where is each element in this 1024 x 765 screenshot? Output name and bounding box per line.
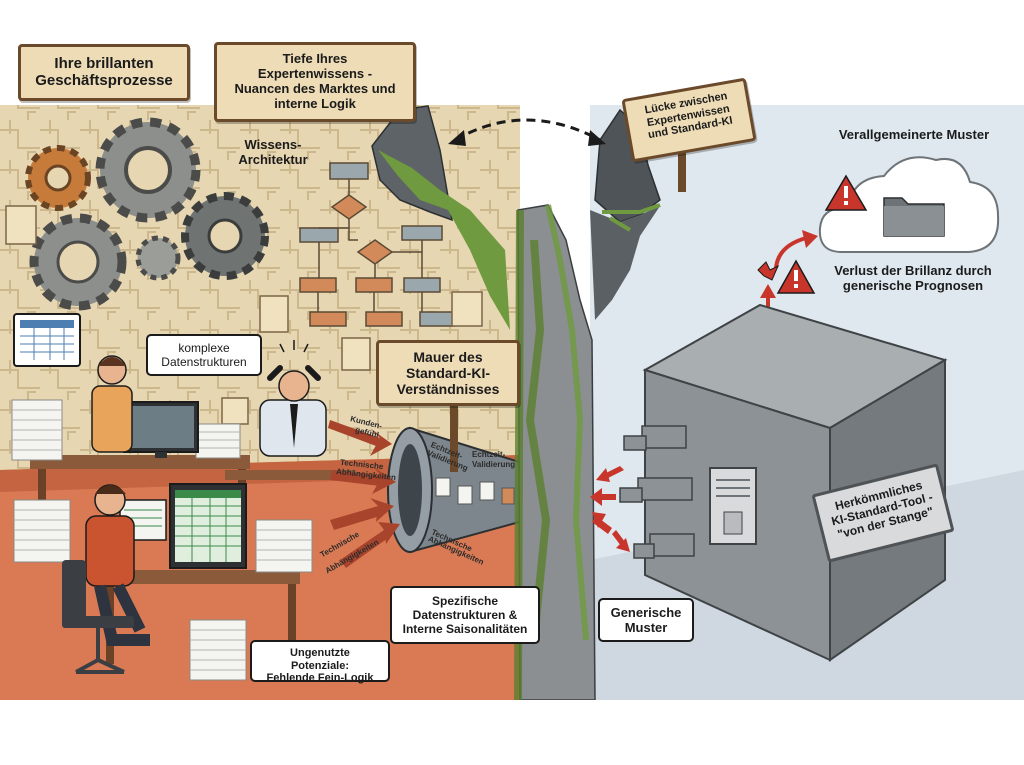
right-cliff xyxy=(590,108,661,320)
person-phone xyxy=(91,355,133,453)
left-cliff xyxy=(371,105,596,701)
funnel-tag: Echtzeit- xyxy=(472,450,506,459)
flowchart xyxy=(299,162,455,327)
box-pipes xyxy=(619,425,695,559)
label-loss-warning: Verlust der Brillanz durch generische Pr… xyxy=(834,263,992,293)
person-desk xyxy=(85,484,150,646)
paper-stacks xyxy=(11,399,313,681)
person-stressed xyxy=(259,340,327,457)
loss-arrows xyxy=(757,230,818,330)
monitors xyxy=(119,401,247,569)
funnel-arrows xyxy=(328,420,400,568)
box-arrows xyxy=(590,466,630,552)
bubble-specific-data: Spezifische Datenstrukturen & Interne Sa… xyxy=(390,586,540,644)
funnel-tag: Validierung xyxy=(472,460,516,469)
gap-dashed-arrow xyxy=(448,118,606,146)
gears xyxy=(25,117,269,311)
label-generalized-patterns: Verallgemeinerte Muster xyxy=(838,127,990,142)
bubble-unused-potential: Ungenutzte Potenziale: Fehlende Fein-Log… xyxy=(250,640,390,684)
sign-standard-ai-wall: Mauer des Standard-KI- Verständnisses xyxy=(376,340,520,406)
label-knowledge-architecture: Wissens- Architektur xyxy=(238,137,308,167)
warning-icon xyxy=(824,174,868,211)
warning-icon xyxy=(776,259,816,294)
scrolls xyxy=(5,205,483,425)
cloud xyxy=(818,156,1000,253)
bubble-generic-patterns: Generische Muster xyxy=(598,598,694,642)
spreadsheet-card xyxy=(13,313,81,367)
sign-business-processes: Ihre brillanten Geschäftsprozesse xyxy=(18,44,190,101)
office-chair xyxy=(62,560,134,674)
sign-expertise-depth: Tiefe Ihres Expertenwissens - Nuancen de… xyxy=(214,42,416,122)
bubble-complex-data: komplexe Datenstrukturen xyxy=(146,334,262,376)
signposts xyxy=(450,150,686,472)
